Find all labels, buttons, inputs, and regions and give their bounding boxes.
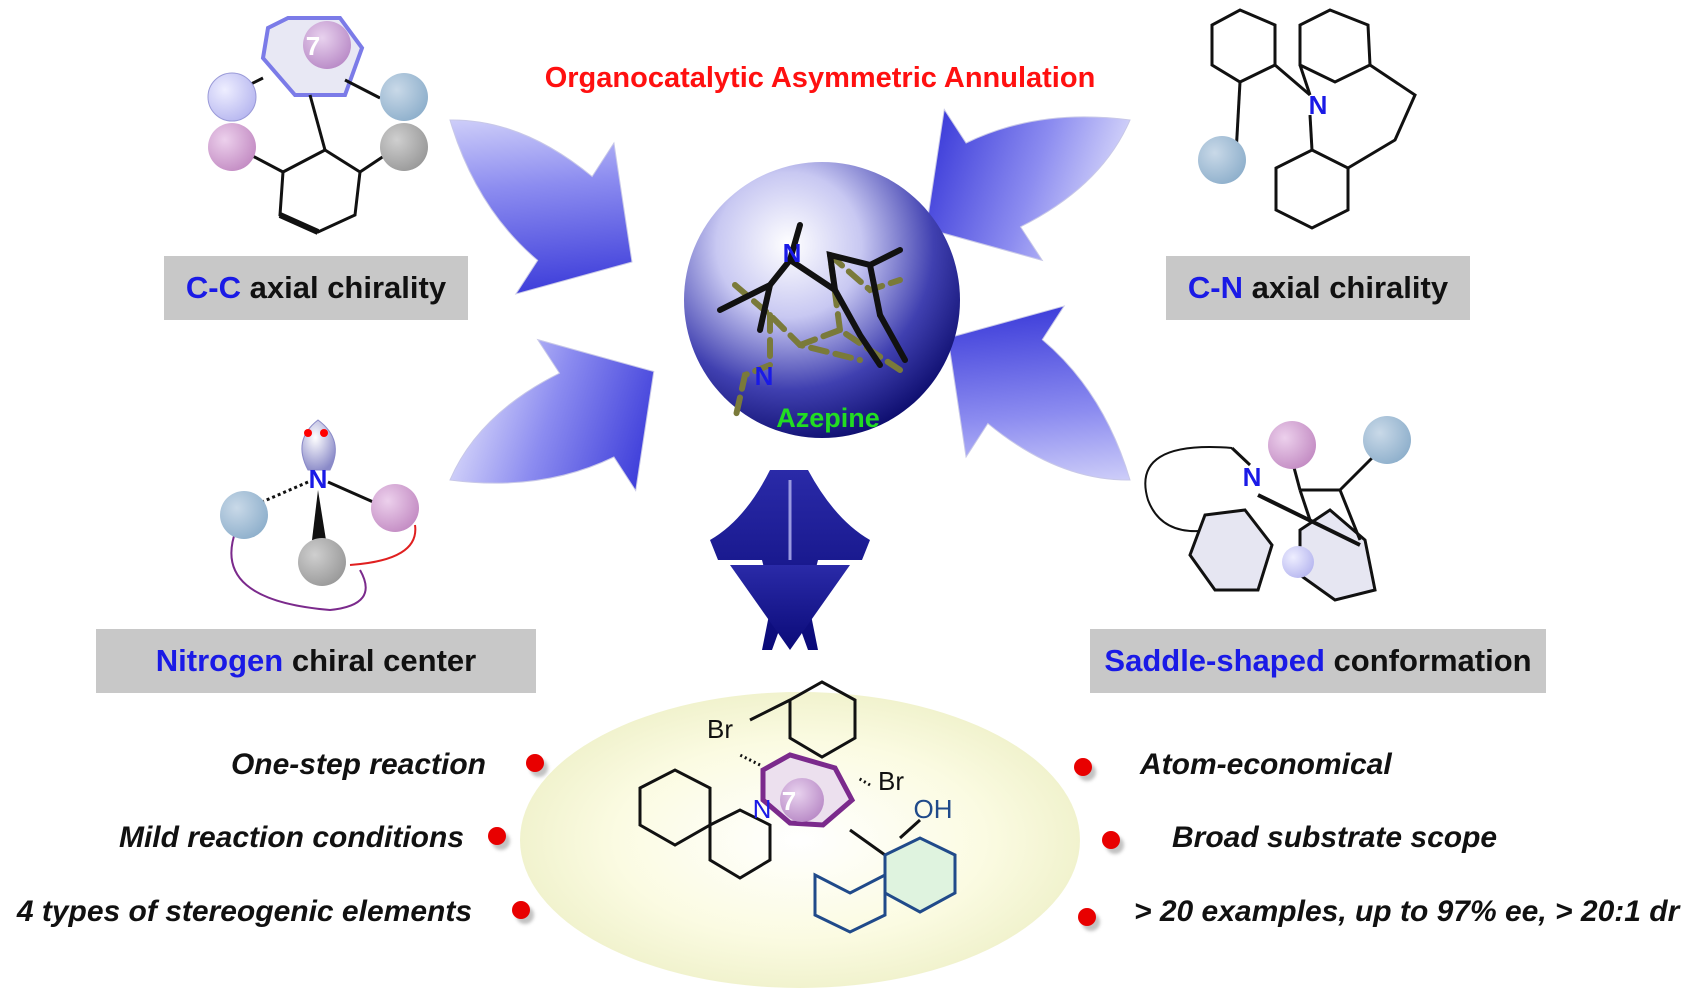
feature-left-2: Mild reaction conditions [118,821,464,854]
label-nitrogen-chiral-center: Nitrogen chiral center [96,629,536,693]
n-atom: N [755,361,774,391]
bullet-dot [526,754,544,772]
feature-right-1: Atom-economical [1140,748,1392,781]
label-highlight: C-N [1187,270,1244,305]
label-text: axial chirality [241,270,447,305]
label-highlight: Saddle-shaped [1104,643,1325,678]
n-atom: N [309,464,328,494]
azepine-sphere [684,162,960,438]
feature-right-3: > 20 examples, up to 97% ee, > 20:1 dr [1134,895,1680,928]
label-cc-axial-chirality: C-C axial chirality [164,256,468,320]
substituent-ball [380,123,428,171]
n-atom: N [1243,462,1262,492]
oh-group: OH [914,794,953,824]
bullet-dot [1078,908,1096,926]
label-cn-axial-chirality: C-N axial chirality [1166,256,1470,320]
substituent-ball [220,491,268,539]
bullet-dot [488,827,506,845]
br-atom: Br [878,766,904,796]
label-saddle-shaped-conformation: Saddle-shaped conformation [1090,629,1546,693]
product-highlight-ellipse [520,692,1080,988]
feature-left-3: 4 types of stereogenic elements [16,895,472,928]
feature-left-1: One-step reaction [230,748,486,781]
arrow-bottom-right [947,305,1131,481]
label-highlight: Nitrogen [155,643,284,678]
substituent-ball [1282,546,1314,578]
n-atom: N [1309,90,1328,120]
label-text: axial chirality [1243,270,1449,305]
substituent-ball [1363,416,1411,464]
diagram-title: Organocatalytic Asymmetric Annulation [544,62,1096,94]
bullet-dot [1102,831,1120,849]
arrow-top-left [449,119,633,295]
ring-size-label: 7 [306,31,320,61]
naphthol-group [813,836,957,934]
nitrogen-center-molecule [230,419,417,612]
substituent-ball [207,72,257,122]
feature-right-2: Broad substrate scope [1172,821,1498,854]
label-highlight: C-C [185,270,242,305]
arrow-down [710,470,870,650]
substituent-ball [208,123,256,171]
label-text: chiral center [283,643,477,678]
substituent-ball [1268,421,1316,469]
br-atom: Br [707,714,733,744]
arrow-top-right [925,108,1131,262]
seven-ring-marker [780,778,824,822]
ring-size-label: 7 [782,786,796,816]
n-atom: N [753,794,772,824]
label-text: conformation [1324,643,1532,678]
substituent-ball [298,538,346,586]
cn-axial-molecule [1210,8,1417,230]
seven-ring-marker [303,21,351,69]
substituent-ball [1198,136,1246,184]
bullet-dot [1074,758,1092,776]
azepine-label: Azepine [776,403,880,433]
arrow-bottom-left [449,338,655,492]
substituent-ball [380,73,428,121]
azepine-3d-model [717,222,908,423]
substituent-ball [371,484,419,532]
n-atom: N [783,238,802,268]
bullet-dot [512,901,530,919]
